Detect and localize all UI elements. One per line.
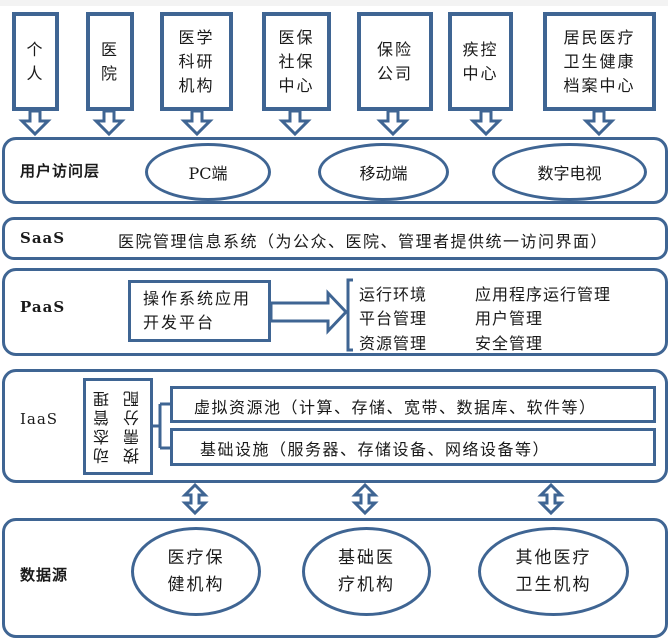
endpoint-label: 数字电视: [537, 164, 602, 183]
iaas-management-box: [83, 378, 153, 475]
right-arrow-icon: [269, 289, 349, 335]
saas-description: 医院管理信息系统（为公众、医院、管理者提供统一访问界面）: [118, 232, 609, 251]
endpoint-pc: PC端: [145, 143, 271, 201]
down-arrow-icon: [376, 109, 410, 137]
bidirectional-arrow-icon: [181, 482, 209, 516]
source-box-health-records: 居民医疗 卫生健康 档案中心: [543, 12, 656, 111]
source-label: 医保 社保 中心: [278, 27, 315, 95]
down-arrow-icon: [180, 109, 214, 137]
paas-service: 运行环境: [359, 285, 428, 304]
user-access-layer-label: 用户访问层: [20, 162, 101, 180]
data-source-healthcare: 医疗保 健机构: [131, 527, 261, 616]
bidirectional-arrow-icon: [351, 482, 379, 516]
saas-layer: [2, 217, 668, 260]
iaas-label: IaaS: [20, 410, 59, 428]
down-arrow-icon: [92, 109, 126, 137]
source-label: 医 院: [100, 39, 119, 83]
source-box-cdc: 疾控 中心: [448, 12, 513, 111]
paas-bracket: [346, 278, 353, 352]
paas-platform-label: 操作系统应用 开发平台: [143, 289, 252, 332]
paas-service: 平台管理: [359, 309, 428, 328]
paas-label: PaaS: [20, 298, 66, 316]
down-arrow-icon: [18, 109, 52, 137]
down-arrow-icon: [278, 109, 312, 137]
data-source-item-label: 其他医疗 卫生机构: [515, 547, 592, 595]
endpoint-mobile: 移动端: [318, 143, 449, 201]
source-box-individual: 个 人: [12, 12, 59, 111]
saas-label: SaaS: [20, 229, 66, 247]
data-source-primary-care: 基础医 疗机构: [302, 527, 431, 616]
source-label: 疾控 中心: [462, 39, 499, 83]
paas-service: 安全管理: [475, 334, 544, 353]
data-source-item-label: 医疗保 健机构: [167, 547, 225, 595]
endpoint-label: PC端: [188, 164, 228, 183]
data-source-label: 数据源: [20, 566, 69, 584]
paas-service: 资源管理: [359, 334, 428, 353]
endpoint-label: 移动端: [359, 164, 408, 183]
data-source-other: 其他医疗 卫生机构: [478, 527, 629, 616]
top-strip: [0, 0, 668, 6]
endpoint-digital-tv: 数字电视: [492, 143, 647, 201]
data-source-item-label: 基础医 疗机构: [338, 547, 395, 595]
bidirectional-arrow-icon: [537, 482, 565, 516]
down-arrow-icon: [582, 109, 616, 137]
source-label: 保险 公司: [376, 39, 413, 83]
down-arrow-icon: [469, 109, 503, 137]
paas-service: 应用程序运行管理: [475, 285, 612, 304]
iaas-resource-pool-box: [170, 386, 656, 423]
source-label: 居民医疗 卫生健康 档案中心: [563, 27, 636, 95]
paas-service: 用户管理: [475, 309, 544, 328]
source-box-insurance-company: 保险 公司: [357, 12, 433, 111]
source-box-insurance-center: 医保 社保 中心: [262, 12, 331, 111]
source-label: 医学 科研 机构: [178, 27, 215, 95]
source-label: 个 人: [26, 39, 45, 83]
iaas-bracket: [153, 402, 170, 450]
source-box-research: 医学 科研 机构: [160, 12, 233, 111]
connectors: [18, 109, 616, 516]
iaas-resource-pool: 虚拟资源池（计算、存储、宽带、数据库、软件等）: [194, 398, 597, 417]
iaas-infrastructure: 基础设施（服务器、存储设备、网络设备等）: [200, 440, 551, 459]
source-box-hospital: 医 院: [86, 12, 134, 111]
iaas-infrastructure-box: [170, 428, 656, 466]
